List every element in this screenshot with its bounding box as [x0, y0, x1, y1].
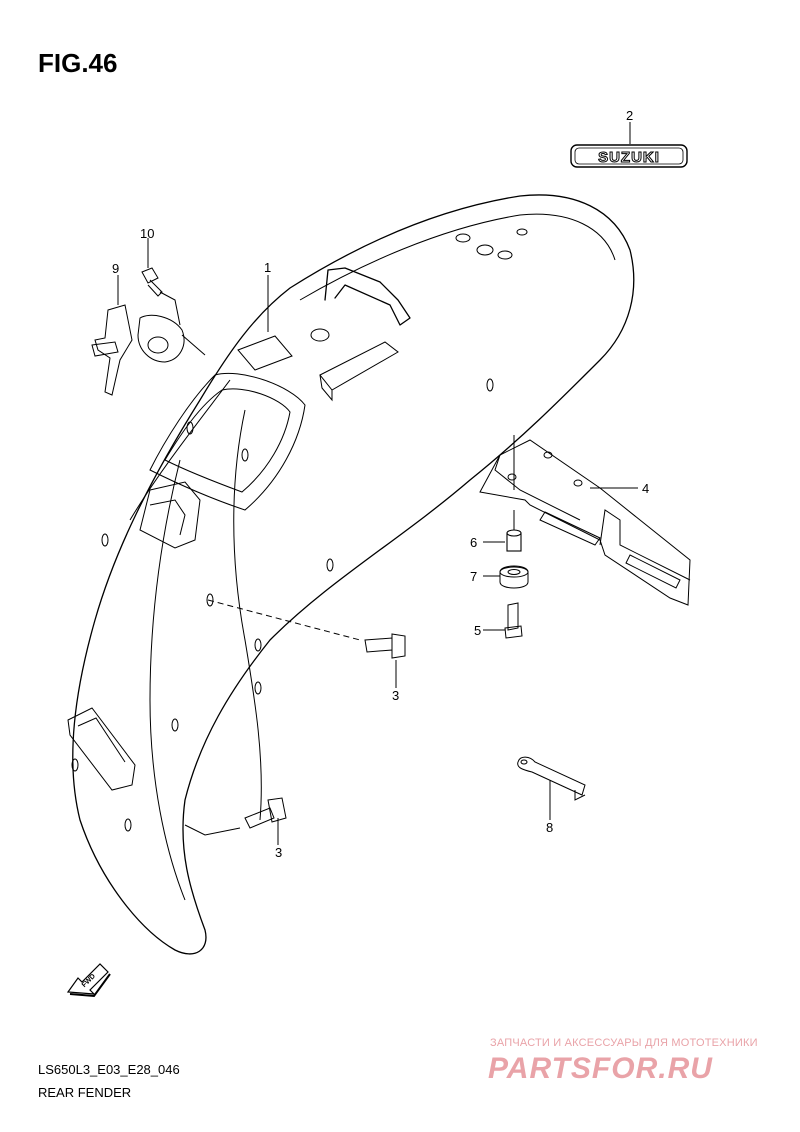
callout-2: 2	[626, 108, 633, 123]
callout-9: 9	[112, 261, 119, 276]
section-name: REAR FENDER	[38, 1085, 132, 1100]
watermark-tagline: ЗАПЧАСТИ И АКСЕССУАРЫ ДЛЯ МОТОТЕХНИКИ	[490, 1037, 758, 1049]
callout-4: 4	[642, 481, 649, 496]
callout-3a: 3	[392, 688, 399, 703]
fender-strap	[517, 756, 586, 801]
forward-arrow-icon: FWD	[66, 963, 111, 998]
fender-bolt-upper	[364, 633, 406, 659]
fender-bolt-lower	[244, 797, 287, 829]
rubber-cushion	[499, 565, 529, 589]
callout-10: 10	[140, 226, 154, 241]
callout-8: 8	[546, 820, 553, 835]
callout-6: 6	[470, 535, 477, 550]
callout-leaders	[117, 122, 638, 845]
watermark-logo: PARTSFOR.RU	[488, 1052, 713, 1085]
figure-title: FIG.46	[38, 48, 118, 78]
spacer-part	[506, 529, 522, 552]
rear-bracket	[479, 439, 691, 606]
seat-lock-assembly	[91, 304, 206, 396]
assembly-line	[184, 824, 241, 836]
emblem-text: SUZUKI	[598, 149, 660, 166]
model-code: LS650L3_E03_E28_046	[38, 1062, 180, 1077]
callout-7: 7	[470, 569, 477, 584]
suzuki-emblem: SUZUKI	[570, 144, 688, 168]
callout-3b: 3	[275, 845, 282, 860]
callout-1: 1	[264, 260, 271, 275]
assembly-line	[207, 599, 361, 641]
rear-fender-part	[67, 194, 635, 955]
bracket-bolt	[504, 602, 523, 639]
lock-bolt	[141, 267, 181, 326]
callout-5: 5	[474, 623, 481, 638]
